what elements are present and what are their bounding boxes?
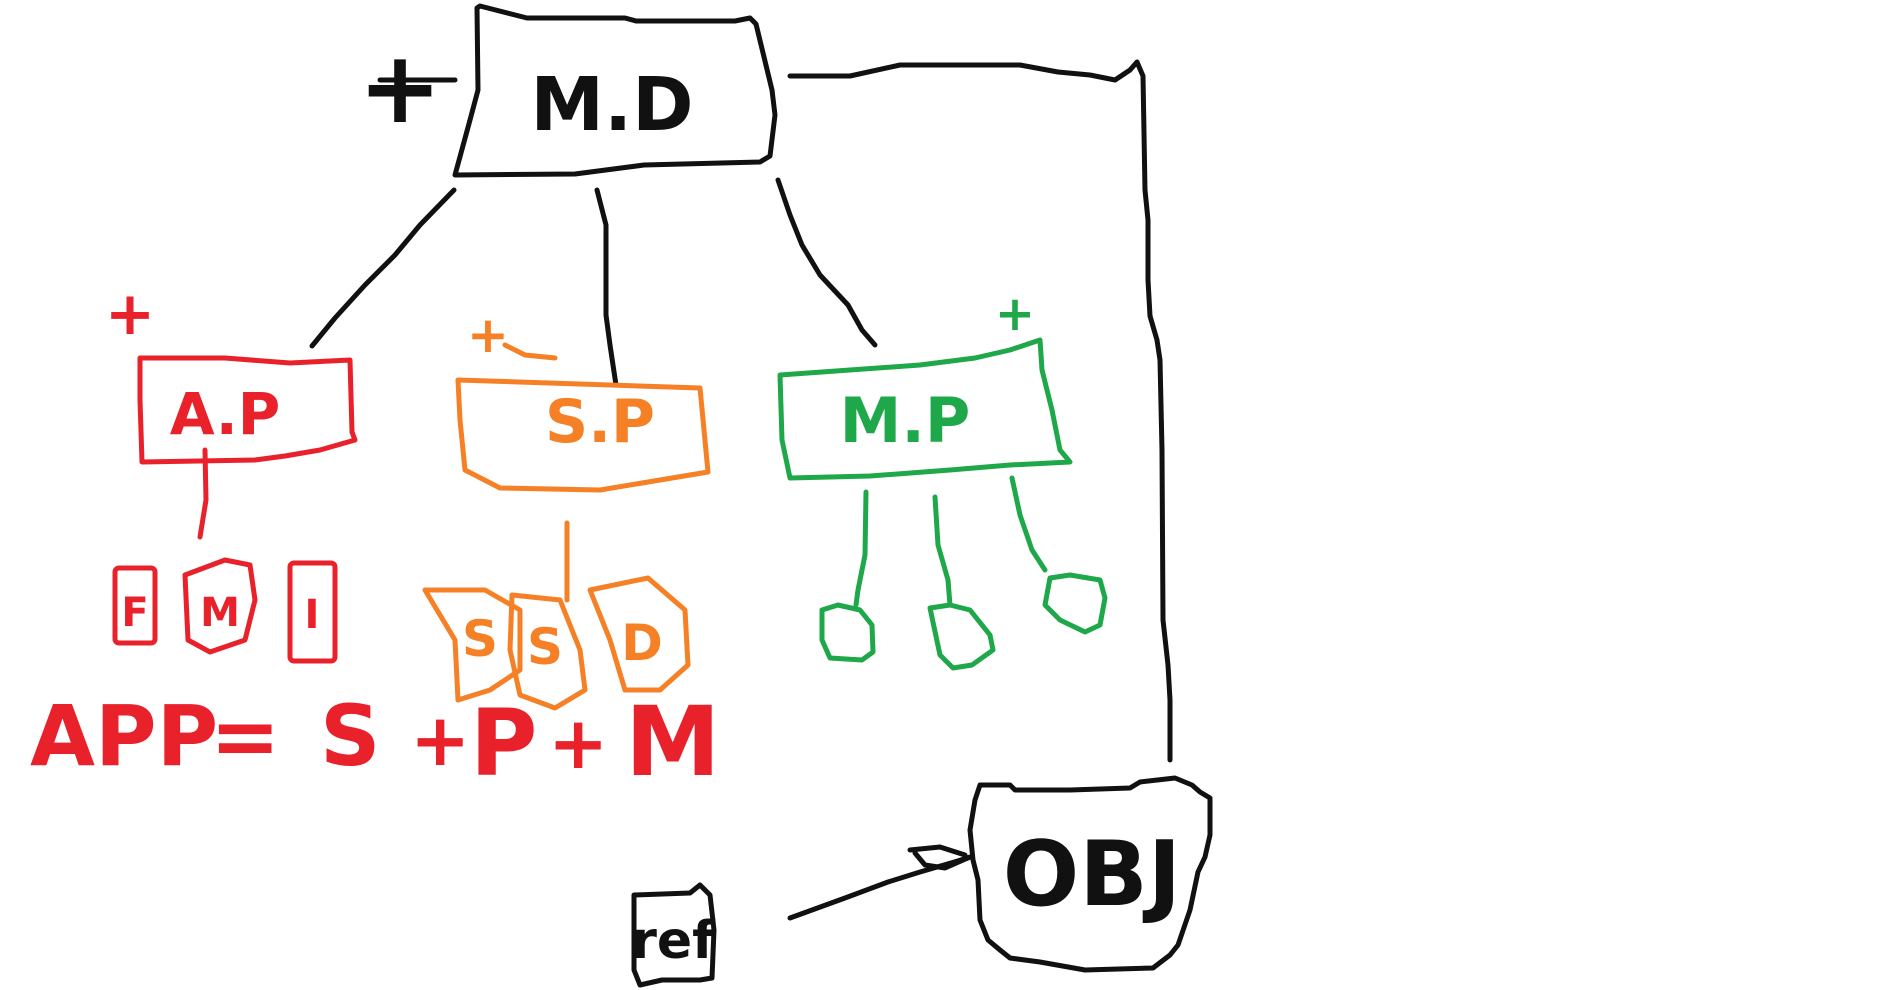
left-child-box-3 [287,560,338,664]
ref-label: ref [631,911,716,971]
left-box-outline [137,355,358,465]
object-box-outline [967,775,1213,973]
formula-op-1: + [410,698,470,782]
left-child-box-2 [182,557,258,655]
object-label: OBJ [1003,822,1182,927]
left-edge-down [197,447,209,540]
right-child-shape-3 [1042,572,1108,635]
left-child-box-1 [112,565,158,646]
right-children [819,572,1108,671]
formula-lhs: APP [30,687,218,785]
arrow-head-stroke-a [912,850,973,871]
ref-box-outline [631,882,717,988]
root-label: M.D [530,62,693,148]
right-edge-3 [1009,475,1048,573]
edge-root-to-right [775,177,878,348]
left-child-label-1: F [121,590,148,636]
edge-root-to-left [309,187,457,349]
formula-equals: = [210,687,280,785]
object-node: OBJ [967,775,1213,973]
root-plus-marker: + [358,29,442,146]
formula-term-2: P [470,690,537,797]
formula-term-1: S [320,687,381,785]
left-node: A.P + [105,279,358,540]
left-label: A.P [170,380,281,448]
middle-box-outline [455,377,711,493]
left-plus-marker: + [105,279,155,349]
left-children: F M I [112,557,338,664]
formula-op-2: + [548,701,608,785]
right-node: M.P + [777,286,1073,608]
root-node: M.D + [358,3,778,178]
edge-root-to-middle [594,187,619,388]
middle-marker-tail [502,342,558,361]
right-plus-marker: + [995,286,1035,342]
middle-child-label-1: S [462,610,498,668]
right-label: M.P [840,384,971,457]
left-child-label-2: M [200,590,240,636]
left-child-label-3: I [305,592,320,638]
edge-root-to-object [787,59,1173,763]
formula: APP = S + P + M [30,686,721,798]
middle-child-box-1 [422,587,523,703]
root-box-outline [452,3,778,178]
formula-term-3: M [625,686,721,798]
middle-child-label-3: D [621,614,663,672]
middle-plus-marker: + [467,306,509,364]
middle-label: S.P [545,387,655,457]
ref-node: ref [631,844,973,988]
right-box-outline [777,337,1073,481]
arrow-head-stroke-b [907,844,968,858]
middle-child-box-2 [507,592,588,711]
right-child-shape-1 [819,602,876,663]
right-child-shape-2 [927,602,996,671]
middle-node: S.P + [455,306,711,603]
middle-child-label-2: S [527,618,563,676]
middle-children: S S D [422,575,691,711]
middle-child-box-3 [587,575,691,693]
right-edge-1 [853,489,869,608]
right-edge-2 [932,494,953,608]
